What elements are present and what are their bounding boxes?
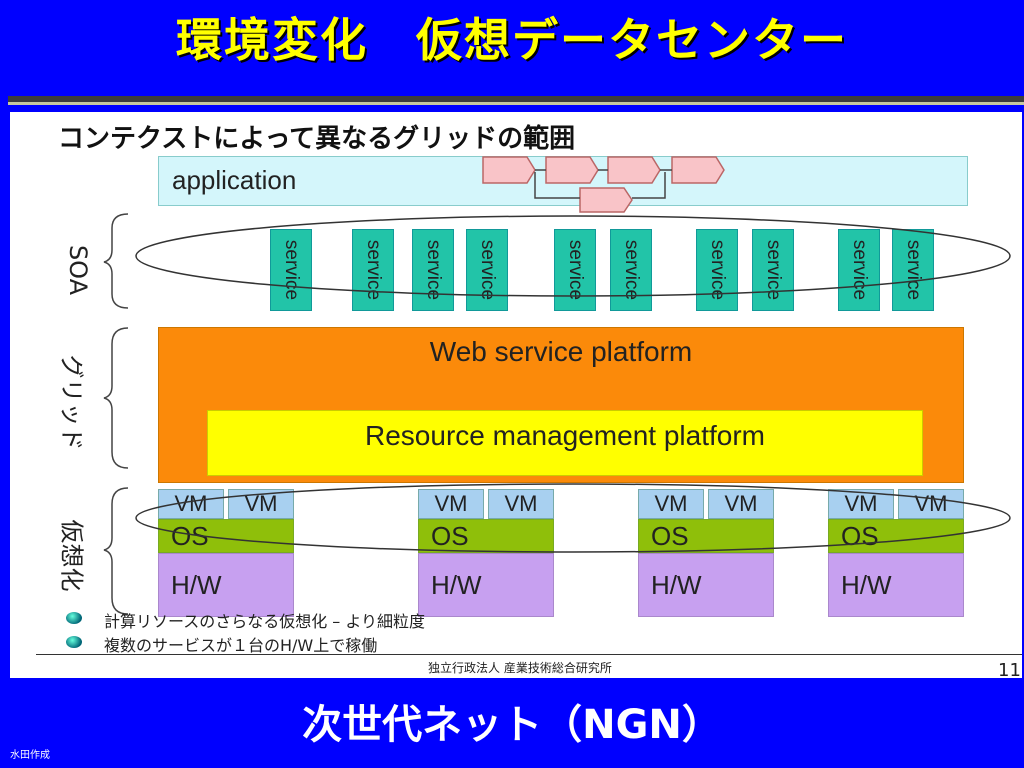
service-box: service bbox=[412, 229, 454, 311]
web-service-platform-label: Web service platform bbox=[429, 336, 693, 367]
service-box: service bbox=[352, 229, 394, 311]
footer-organization: 独立行政法人 産業技術総合研究所 bbox=[428, 661, 612, 675]
grid-side-label: グリッド bbox=[57, 354, 86, 451]
resource-management-platform-box bbox=[207, 410, 923, 476]
soa-brace bbox=[103, 213, 129, 309]
workflow-arrows bbox=[482, 156, 725, 213]
slide-subtitle: 次世代ネット（NGN） bbox=[302, 702, 722, 748]
title-rule-highlight bbox=[8, 102, 1024, 105]
os-box: OS bbox=[638, 519, 774, 553]
vm-box: VM bbox=[898, 489, 964, 519]
hw-box: H/W bbox=[828, 553, 964, 617]
application-label: application bbox=[172, 165, 297, 195]
hw-box: H/W bbox=[638, 553, 774, 617]
virtualization-ellipse bbox=[135, 483, 1011, 553]
service-box: service bbox=[554, 229, 596, 311]
virtualization-brace bbox=[103, 487, 129, 615]
service-box: service bbox=[838, 229, 880, 311]
workflow-connectors bbox=[534, 169, 672, 199]
author-credit: 水田作成 bbox=[10, 750, 50, 761]
workflow-arrow bbox=[579, 187, 633, 213]
virtualization-side-label: 仮想化 bbox=[57, 519, 86, 592]
soa-ellipse bbox=[135, 215, 1011, 297]
soa-side-label: SOA bbox=[64, 244, 93, 296]
os-box: OS bbox=[418, 519, 554, 553]
bullet-icon bbox=[66, 636, 82, 648]
workflow-arrow bbox=[607, 156, 661, 184]
service-box: service bbox=[752, 229, 794, 311]
resource-management-platform-label: Resource management platform bbox=[365, 420, 765, 451]
diagram-title: コンテクストによって異なるグリッドの範囲 bbox=[58, 124, 576, 154]
bullet-text: 複数のサービスが１台のH/W上で稼働 bbox=[104, 636, 378, 655]
hw-box: H/W bbox=[418, 553, 554, 617]
hw-box: H/W bbox=[158, 553, 294, 617]
footer-rule bbox=[36, 654, 1022, 655]
vm-box: VM bbox=[418, 489, 484, 519]
service-box: service bbox=[610, 229, 652, 311]
vm-box: VM bbox=[638, 489, 704, 519]
service-box: service bbox=[270, 229, 312, 311]
slide-title: 環境変化 仮想データセンター bbox=[176, 13, 848, 67]
service-box: service bbox=[696, 229, 738, 311]
grid-brace bbox=[103, 327, 129, 469]
vm-box: VM bbox=[158, 489, 224, 519]
workflow-arrow bbox=[671, 156, 725, 184]
title-rule bbox=[8, 96, 1024, 102]
bullet-icon bbox=[66, 612, 82, 624]
workflow-arrow bbox=[482, 156, 536, 184]
page-number: 11 bbox=[998, 660, 1021, 681]
os-box: OS bbox=[158, 519, 294, 553]
vm-box: VM bbox=[488, 489, 554, 519]
workflow-arrow bbox=[545, 156, 599, 184]
service-box: service bbox=[466, 229, 508, 311]
vm-box: VM bbox=[708, 489, 774, 519]
bullet-text: 計算リソースのさらなる仮想化 – より細粒度 bbox=[104, 612, 426, 631]
service-box: service bbox=[892, 229, 934, 311]
